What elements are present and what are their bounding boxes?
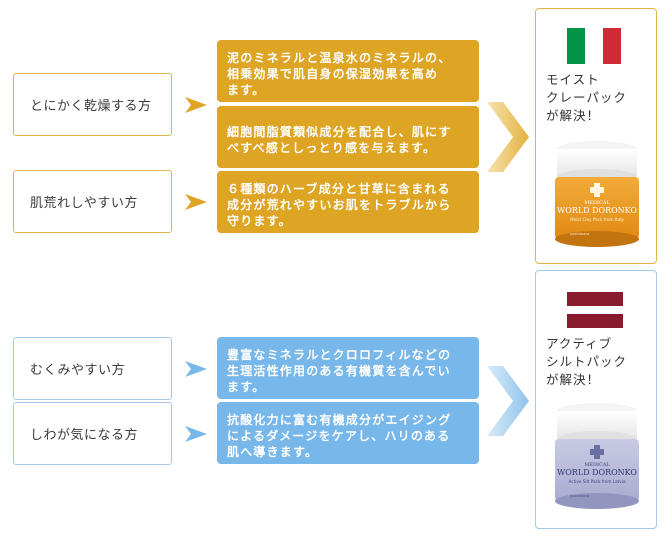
title-line: が解決！ <box>546 108 601 123</box>
message-line: 守ります。 <box>227 214 292 228</box>
message-line: べすべ感としっとり感を与えます。 <box>227 141 437 155</box>
chevron-right-icon <box>487 102 529 172</box>
concern-dry-skin: とにかく乾燥する方 <box>13 73 172 136</box>
message-line: 細胞間脂質類似成分を配合し、肌にす <box>227 125 452 139</box>
concern-label: しわが気になる方 <box>30 428 139 443</box>
chevron-right-icon <box>487 366 529 436</box>
benefit-message: 細胞間脂質類似成分を配合し、肌にす べすべ感としっとり感を与えます。 <box>217 106 479 168</box>
moist-clay-pack-jar-image: MEDICAL WORLD DORONKO Moist Clay Pack fr… <box>555 141 639 247</box>
message-line: ます。 <box>227 83 266 97</box>
message-line: 成分が荒れやすいお肌をトラブルから <box>227 198 452 212</box>
message-line: 生理活性作用のある有機質を含んでい <box>227 364 451 378</box>
jar-line-text: MEDICAL <box>584 200 610 206</box>
title-line: シルトパック <box>546 354 628 369</box>
product-title: モイスト クレーパック が解決！ <box>546 71 627 125</box>
benefit-message: ６種類のハーブ成分と甘草に含まれる 成分が荒れやすいお肌をトラブルから 守ります… <box>217 171 479 233</box>
italy-flag-icon <box>567 28 621 64</box>
jar-line-text: MEDICAL <box>584 462 610 468</box>
concern-sensitive-skin: 肌荒れしやすい方 <box>13 170 172 233</box>
concern-label: 肌荒れしやすい方 <box>30 196 138 211</box>
arrow-right-icon <box>185 426 207 442</box>
product-title: アクティブ シルトパック が解決！ <box>546 335 627 389</box>
concern-puffiness: むくみやすい方 <box>13 337 172 400</box>
active-silt-pack-jar-image: MEDICAL WORLD DORONKO Active Silt Pack f… <box>555 403 639 509</box>
message-line: 泥のミネラルと温泉水のミネラルの、 <box>227 51 452 65</box>
title-line: クレーパック <box>546 90 627 105</box>
jar-brand-text: WORLD DORONKO <box>557 206 637 215</box>
message-line: 豊富なミネラルとクロロフィルなどの <box>227 348 452 362</box>
title-line: が解決！ <box>546 372 601 387</box>
arrow-right-icon <box>185 361 207 377</box>
concern-label: むくみやすい方 <box>30 363 126 378</box>
message-line: 相乗効果で肌自身の保湿効果を高め <box>227 67 439 81</box>
arrow-right-icon <box>185 97 207 113</box>
message-line: ます。 <box>227 380 266 394</box>
jar-brand-text: WORLD DORONKO <box>557 468 637 477</box>
jar-subtitle-text: Active Silt Pack from Latvia <box>568 479 625 484</box>
product-panel-active-silt: アクティブ シルトパック が解決！ MEDICAL WORLD DORONKO … <box>535 270 657 529</box>
message-line: ６種類のハーブ成分と甘草に含まれる <box>227 182 451 196</box>
benefit-message: 豊富なミネラルとクロロフィルなどの 生理活性作用のある有機質を含んでい ます。 <box>217 337 479 399</box>
jar-subtitle-text: Moist Clay Pack from Italy <box>570 217 625 222</box>
concern-wrinkles: しわが気になる方 <box>13 402 172 465</box>
product-panel-moist-clay: モイスト クレーパック が解決！ MEDICAL WORLD DORONKO M… <box>535 8 657 264</box>
concern-label: とにかく乾燥する方 <box>30 99 152 114</box>
message-line: 肌へ導きます。 <box>227 445 319 459</box>
benefit-message: 抗酸化力に富む有機成分がエイジング によるダメージをケアし、ハリのある 肌へ導き… <box>217 402 479 464</box>
title-line: アクティブ <box>546 336 613 351</box>
arrow-right-icon <box>185 194 207 210</box>
message-line: 抗酸化力に富む有機成分がエイジング <box>227 413 452 427</box>
latvia-flag-icon <box>567 292 623 329</box>
benefit-message: 泥のミネラルと温泉水のミネラルの、 相乗効果で肌自身の保湿効果を高め ます。 <box>217 40 479 102</box>
message-line: によるダメージをケアし、ハリのある <box>227 429 451 443</box>
jar-maker-text: yoshiwara <box>570 231 589 236</box>
jar-maker-text: yoshiwara <box>570 493 589 498</box>
title-line: モイスト <box>546 72 600 87</box>
